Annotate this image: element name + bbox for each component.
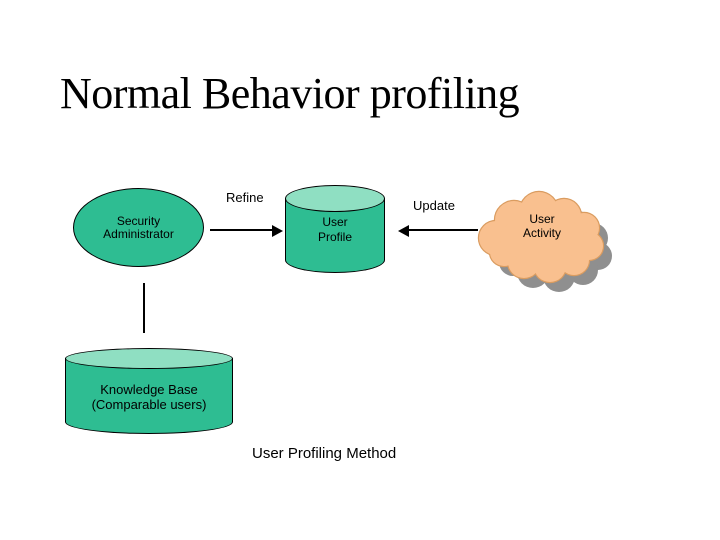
- user-activity-cloud: User Activity: [474, 190, 624, 296]
- cylinder-top-ellipse: [65, 348, 233, 369]
- update-arrowhead-icon: [398, 225, 409, 237]
- cylinder-top-ellipse: [285, 185, 385, 212]
- user-profile-cylinder: User Profile: [285, 185, 385, 273]
- knowledge-base-label: Knowledge Base (Comparable users): [91, 382, 207, 412]
- cloud-body: [479, 192, 603, 282]
- diagram-caption: User Profiling Method: [252, 445, 397, 462]
- refine-arrow-line: [210, 229, 272, 231]
- user-activity-label: User Activity: [522, 212, 561, 240]
- user-profile-label: User Profile: [317, 215, 352, 244]
- security-administrator-ellipse: Security Administrator: [73, 188, 204, 267]
- cylinder-body: [65, 358, 233, 434]
- refine-arrowhead-icon: [272, 225, 283, 237]
- refine-label: Refine: [226, 190, 264, 205]
- security-administrator-label: Security Administrator: [103, 213, 174, 241]
- update-label: Update: [413, 198, 455, 213]
- cloud-icon: [477, 190, 612, 292]
- knowledge-base-cylinder: Knowledge Base (Comparable users): [65, 348, 233, 434]
- connector-line: [143, 283, 145, 333]
- update-arrow-line: [409, 229, 478, 231]
- slide-title: Normal Behavior profiling: [60, 69, 520, 118]
